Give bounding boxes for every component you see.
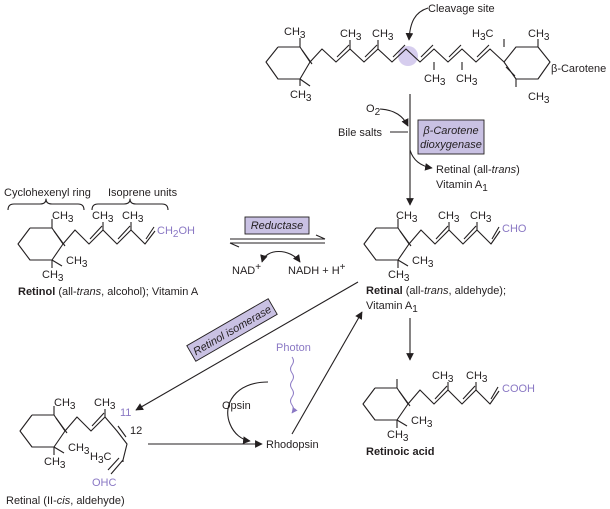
- cleavage-site-label: Cleavage site: [428, 3, 495, 15]
- methyl-label: CH3: [412, 255, 434, 270]
- retinoic-acid-structure: CH3 CH3 CH3 CH3 COOH: [362, 370, 535, 444]
- opsin-arrow: [227, 381, 269, 444]
- methyl-label: CH3: [456, 73, 478, 88]
- methyl-label: CH3: [438, 210, 460, 225]
- nadh-label: NADH + H+: [288, 262, 346, 277]
- retinal-vitamin-label: Vitamin A1: [366, 300, 418, 315]
- retinol-isomerase-enzyme: Retinol isomerase: [186, 298, 278, 362]
- cofactor-arrow: [260, 250, 301, 263]
- oxygen-label: O2: [366, 103, 381, 118]
- retinal-cis-structure: CH3 CH3 CH3 CH3 H3C 11 12 OHC: [19, 397, 142, 489]
- retinal-trans-structure: CH3 CH3 CH3 CH3 CH3 CHO: [363, 210, 527, 284]
- methyl-label: CH3: [424, 73, 446, 88]
- carbon-11-label: 11: [120, 407, 131, 419]
- methyl-label: CH3: [42, 269, 64, 284]
- carbon-12-label: 12: [130, 425, 142, 437]
- retinal-trans-label: Retinal (all-trans): [436, 164, 520, 176]
- methyl-label: CH3: [372, 28, 394, 43]
- methyl-label: CH3: [387, 429, 409, 444]
- ohc-group: OHC: [92, 477, 117, 489]
- photon-wave: [290, 356, 298, 414]
- half-arrowhead: [229, 242, 240, 248]
- beta-carotene-label: β-Carotene: [551, 63, 606, 75]
- enzyme-name: dioxygenase: [420, 139, 482, 151]
- cyclohexenyl-brace: [7, 198, 85, 211]
- reductase-enzyme: [244, 216, 310, 235]
- enzyme-name: Reductase: [251, 220, 304, 232]
- retinol-structure: CH3 CH3 CH3 CH3 CH3 CH2OH: [17, 210, 195, 284]
- methyl-label: CH3: [66, 255, 88, 270]
- methyl-label: CH3: [466, 370, 488, 385]
- methyl-label: CH3: [284, 26, 306, 41]
- oxygen-arrow: [379, 108, 409, 127]
- methyl-label: CH3: [528, 91, 550, 106]
- cleavage-site-highlight: [398, 46, 418, 66]
- half-arrowhead: [315, 234, 326, 240]
- methyl-label: H3C: [472, 28, 494, 43]
- methyl-label: H3C: [90, 451, 112, 466]
- enzyme-name: Retinol isomerase: [191, 304, 273, 358]
- methyl-label: CH3: [122, 210, 144, 225]
- methyl-label: CH3: [340, 28, 362, 43]
- rhodopsin-label: Rhodopsin: [266, 439, 319, 451]
- methyl-label: CH3: [68, 442, 90, 457]
- bile-salts-label: Bile salts: [338, 127, 383, 139]
- methyl-label: CH3: [54, 397, 76, 412]
- nad-label: NAD+: [232, 262, 261, 277]
- rhodopsin-to-retinal-arrow: [291, 311, 363, 435]
- retinal-branch-arrow: [409, 149, 433, 171]
- ch2oh-group: CH2OH: [157, 225, 195, 240]
- methyl-label: CH3: [52, 210, 74, 225]
- opsin-label: Opsin: [222, 400, 251, 412]
- methyl-label: CH3: [432, 370, 454, 385]
- methyl-label: CH3: [44, 456, 66, 471]
- retinol-caption: Retinol (all-trans, alcohol); Vitamin A: [18, 286, 199, 298]
- beta-carotene-dioxygenase-enzyme: [417, 119, 485, 155]
- methyl-label: CH3: [290, 89, 312, 104]
- photon-label: Photon: [276, 342, 311, 354]
- vitamin-a1-label: Vitamin A1: [436, 179, 488, 194]
- methyl-label: CH3: [470, 210, 492, 225]
- methyl-label: CH3: [396, 210, 418, 225]
- isoprene-brace: [91, 198, 169, 211]
- cleavage-site-arrow: [405, 7, 429, 41]
- cho-group: CHO: [502, 223, 527, 235]
- isomerase-arrow: [135, 281, 359, 411]
- methyl-label: CH3: [388, 269, 410, 284]
- isoprene-units-label: Isoprene units: [108, 187, 178, 199]
- retinal-cis-caption: Retinal (II-cis, aldehyde): [6, 495, 125, 507]
- methyl-label: CH3: [411, 415, 433, 430]
- retinoic-acid-caption: Retinoic acid: [366, 446, 434, 458]
- cyclohexenyl-ring-label: Cyclohexenyl ring: [4, 187, 91, 199]
- cooh-group: COOH: [502, 383, 535, 395]
- methyl-label: CH3: [528, 28, 550, 43]
- enzyme-name: β-Carotene: [422, 125, 478, 137]
- retinal-trans-caption: Retinal (all-trans, aldehyde);: [366, 285, 506, 297]
- beta-carotene-structure: CH3 CH3 CH3 CH3 CH3 CH3 H3C CH3 CH3: [265, 26, 551, 106]
- methyl-label: CH3: [94, 397, 116, 412]
- methyl-label: CH3: [92, 210, 114, 225]
